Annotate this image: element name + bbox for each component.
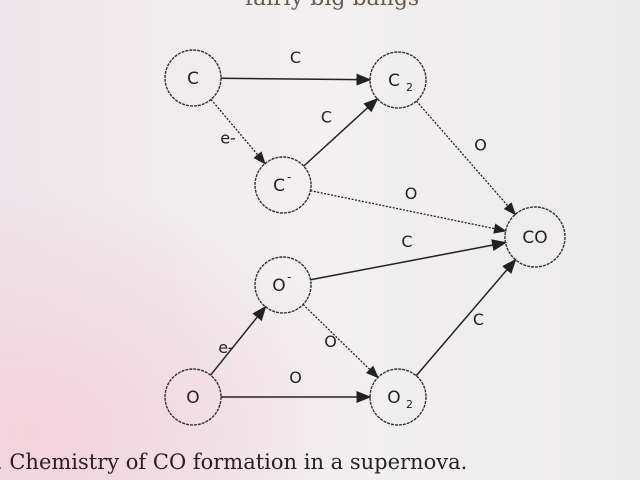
node-circle	[254, 156, 312, 214]
figure-caption: . Chemistry of CO formation in a superno…	[0, 450, 468, 474]
node-label: O	[186, 388, 199, 408]
edge-label: O	[324, 332, 337, 351]
node-subscript: 2	[406, 398, 413, 411]
edge-label: C	[321, 108, 332, 127]
edge-label: e-	[218, 338, 234, 357]
node-circle	[164, 368, 222, 426]
edge-arrow	[310, 190, 507, 234]
node-superscript: -	[287, 270, 291, 284]
node-Om: O-	[254, 256, 312, 314]
edge-arrow	[220, 73, 372, 86]
edge-Cm-CO: O	[310, 184, 507, 234]
node-superscript: -	[287, 170, 291, 184]
edge-C-C2: C	[220, 48, 372, 86]
edge-O-O2: O	[221, 368, 372, 403]
node-circle	[504, 206, 566, 268]
edge-Om-CO: C	[310, 232, 508, 281]
node-label: O	[387, 388, 400, 408]
node-O: O	[164, 368, 222, 426]
edge-O2-CO: C	[415, 258, 517, 377]
edge-C2-CO: O	[415, 100, 517, 216]
edge-label: C	[401, 232, 412, 251]
edge-label: O	[405, 184, 418, 203]
node-subscript: 2	[406, 81, 413, 94]
node-circle	[254, 256, 312, 314]
edge-label: C	[290, 48, 301, 67]
node-CO: CO	[504, 206, 566, 268]
node-label: C	[187, 69, 199, 89]
edge-label: e-	[220, 129, 236, 148]
edge-arrow	[415, 258, 517, 377]
node-circle	[369, 368, 427, 426]
node-label: C	[388, 71, 400, 91]
edge-O-Om: e-	[209, 305, 267, 376]
edge-arrow	[310, 239, 508, 281]
edge-label: O	[289, 368, 302, 387]
node-label: C	[273, 176, 285, 196]
edge-arrow	[303, 97, 379, 167]
node-label: CO	[522, 228, 547, 248]
edge-arrow	[415, 100, 517, 216]
node-Cm: C-	[254, 156, 312, 214]
node-circle	[369, 51, 427, 109]
edge-C-Cm: e-	[210, 99, 266, 165]
edge-arrow	[302, 304, 379, 379]
edge-Cm-C2: C	[303, 97, 379, 167]
page-header-text: fairly big bangs	[245, 0, 419, 11]
edge-label: C	[473, 310, 484, 329]
edge-arrow	[209, 305, 267, 376]
edge-Om-O2: O	[302, 304, 379, 379]
node-C: C	[164, 49, 222, 107]
edge-label: O	[474, 136, 487, 155]
node-circle	[164, 49, 222, 107]
edge-arrow	[210, 99, 266, 165]
node-label: O	[272, 276, 285, 296]
